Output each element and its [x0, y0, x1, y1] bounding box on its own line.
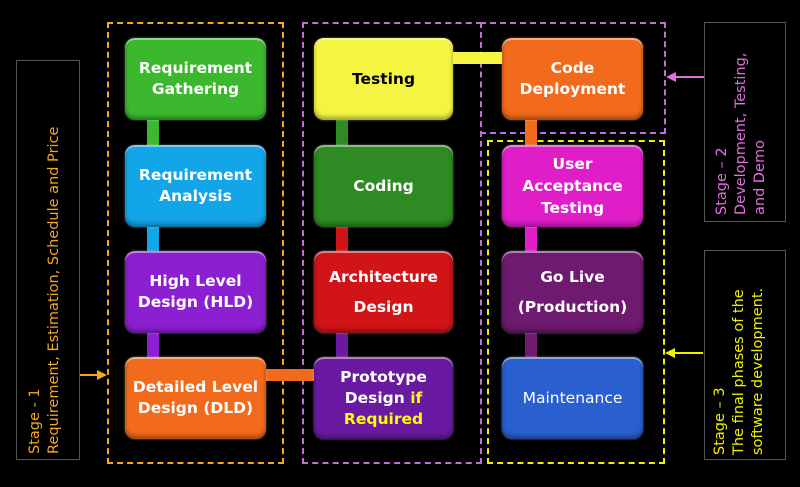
connector-golive-maintenance	[525, 330, 537, 358]
box-code-deployment: Code Deployment	[502, 38, 643, 120]
stage2-frame-extension	[480, 22, 666, 134]
stage1-arrow-icon	[80, 370, 107, 380]
connector-gathering-analysis	[147, 120, 159, 148]
stage3-frame	[487, 140, 665, 464]
connector-coding-testing	[336, 120, 348, 148]
box-requirement-gathering-label: Requirement Gathering	[138, 59, 253, 98]
box-user-acceptance-testing: User Acceptance Testing	[502, 145, 643, 227]
prototype-required-text: Required	[343, 409, 424, 428]
stage3-panel: Stage – 3 The final phases of the softwa…	[704, 250, 786, 460]
box-architecture-design-label: Architecture Design	[329, 268, 438, 316]
box-detailed-level-design: Detailed Level Design (DLD)	[125, 357, 266, 439]
box-architecture-design: Architecture Design	[314, 251, 453, 333]
connector-uat-golive	[525, 225, 537, 253]
box-requirement-analysis-label: Requirement Analysis	[138, 166, 253, 205]
box-coding: Coding	[314, 145, 453, 227]
box-maintenance-label: Maintenance	[522, 388, 623, 407]
stage1-panel: Stage - 1 Requirement, Estimation, Sched…	[16, 60, 80, 460]
stage2-panel: Stage – 2 Development, Testing, and Demo	[704, 22, 786, 222]
box-testing-label: Testing	[351, 69, 416, 88]
connector-architecture-coding	[336, 225, 348, 253]
stage1-text: Stage - 1 Requirement, Estimation, Sched…	[27, 126, 62, 454]
connector-analysis-hld	[147, 225, 159, 253]
stage2-arrow-icon	[666, 72, 704, 82]
box-maintenance: Maintenance	[502, 357, 643, 439]
box-go-live: Go Live (Production)	[502, 251, 643, 333]
connector-hld-dld	[147, 330, 159, 358]
stage2-frame	[302, 22, 482, 464]
box-coding-label: Coding	[353, 176, 414, 195]
stage3-arrow-icon	[665, 348, 703, 358]
connector-testing-deployment	[452, 52, 504, 64]
connector-dld-prototype	[265, 369, 315, 381]
stage3-text: Stage – 3 The final phases of the softwa…	[712, 287, 766, 455]
box-go-live-label: Go Live (Production)	[517, 268, 628, 316]
box-testing: Testing	[314, 38, 453, 120]
box-requirement-gathering: Requirement Gathering	[125, 38, 266, 120]
box-code-deployment-label: Code Deployment	[519, 59, 626, 98]
box-user-acceptance-testing-label: User Acceptance Testing	[522, 155, 623, 217]
connector-prototype-architecture	[336, 330, 348, 358]
box-high-level-design-label: High Level Design (HLD)	[137, 272, 254, 311]
box-detailed-level-design-label: Detailed Level Design (DLD)	[132, 378, 259, 417]
stage1-frame	[107, 22, 284, 464]
prototype-if-text: if	[410, 388, 423, 407]
stage2-text: Stage – 2 Development, Testing, and Demo	[714, 52, 768, 215]
box-requirement-analysis: Requirement Analysis	[125, 145, 266, 227]
connector-deployment-uat	[525, 120, 537, 148]
box-high-level-design: High Level Design (HLD)	[125, 251, 266, 333]
